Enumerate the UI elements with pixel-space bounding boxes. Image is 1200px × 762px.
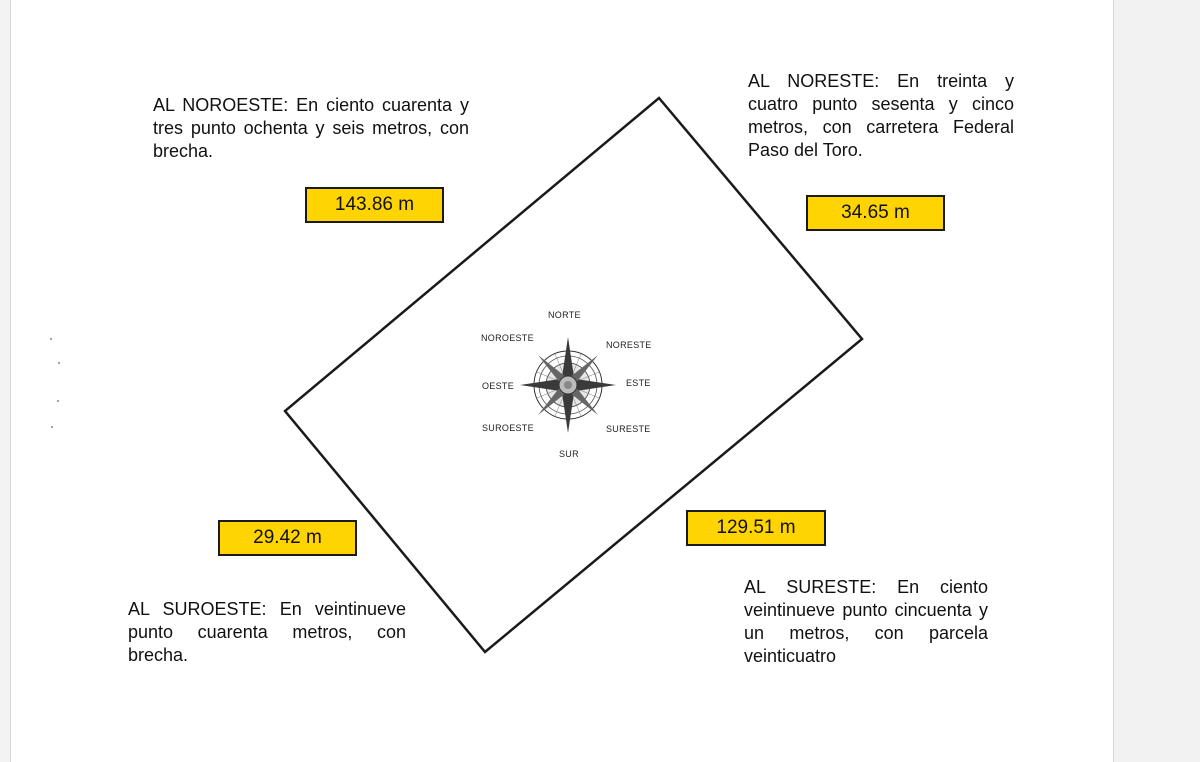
- parcel-outline: [283, 96, 864, 654]
- measurement-label-noroeste: 143.86 m: [305, 187, 444, 223]
- description-text: En ciento cuarenta y tres punto ochenta …: [153, 95, 469, 161]
- description-text: En veintinueve punto cuarenta metros, co…: [128, 599, 406, 665]
- boundary-description-noroeste: AL NOROESTE: En ciento cuarenta y tres p…: [153, 94, 469, 163]
- margin-mark: [58, 362, 60, 364]
- measurement-label-suroeste: 29.42 m: [218, 520, 357, 556]
- measurement-label-noreste: 34.65 m: [806, 195, 945, 231]
- compass-label-noreste: NORESTE: [606, 340, 652, 350]
- direction-label: AL NORESTE:: [748, 71, 880, 91]
- compass-rose-icon: [520, 337, 616, 433]
- margin-mark: [57, 400, 59, 402]
- direction-label: AL SUROESTE:: [128, 599, 267, 619]
- compass-label-suroeste: SUROESTE: [482, 423, 534, 433]
- compass-label-oeste: OESTE: [482, 381, 514, 391]
- viewer-background: [1115, 0, 1200, 762]
- compass-label-este: ESTE: [626, 378, 651, 388]
- compass-label-sur: SUR: [559, 449, 579, 459]
- boundary-description-noreste: AL NORESTE: En treinta y cuatro punto se…: [748, 70, 1014, 162]
- direction-label: AL NOROESTE:: [153, 95, 289, 115]
- compass-label-norte: NORTE: [548, 310, 581, 320]
- compass-label-noroeste: NOROESTE: [481, 333, 534, 343]
- description-text: En ciento veintinueve punto cincuenta y …: [744, 577, 988, 666]
- compass-label-sureste: SURESTE: [606, 424, 651, 434]
- margin-mark: [51, 426, 53, 428]
- boundary-description-suroeste: AL SUROESTE: En veintinueve punto cuaren…: [128, 598, 406, 667]
- boundary-description-sureste: AL SURESTE: En ciento veintinueve punto …: [744, 576, 988, 668]
- direction-label: AL SURESTE:: [744, 577, 877, 597]
- description-text: En treinta y cuatro punto sesenta y cinc…: [748, 71, 1014, 160]
- margin-mark: [50, 338, 52, 340]
- measurement-label-sureste: 129.51 m: [686, 510, 826, 546]
